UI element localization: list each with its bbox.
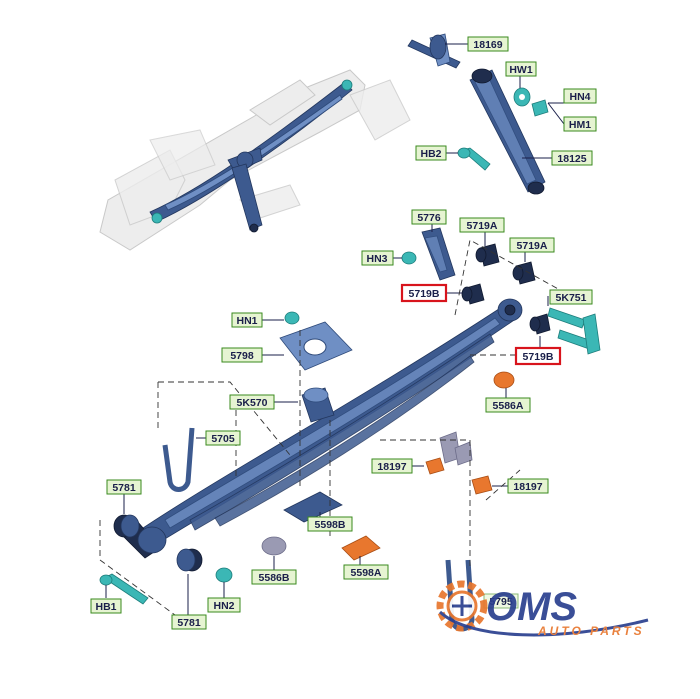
label-hb2[interactable]: HB2 xyxy=(415,145,447,161)
label-5776[interactable]: 5776 xyxy=(411,209,447,225)
svg-text:5719B: 5719B xyxy=(409,288,440,300)
label-hn3[interactable]: HN3 xyxy=(361,250,394,266)
bush-5781-rear xyxy=(176,548,203,615)
svg-text:5798: 5798 xyxy=(230,350,254,362)
svg-text:5705: 5705 xyxy=(211,433,235,445)
shackle-assembly xyxy=(393,224,601,355)
label-5705[interactable]: 5705 xyxy=(205,430,241,446)
svg-text:HM1: HM1 xyxy=(569,119,591,131)
label-5598a[interactable]: 5598A xyxy=(343,564,389,580)
bracket-18197 xyxy=(412,431,508,495)
label-hw1[interactable]: HW1 xyxy=(505,61,537,77)
svg-text:18197: 18197 xyxy=(513,481,542,493)
nut-hn1 xyxy=(260,311,300,325)
bump-stop-5k570 xyxy=(272,387,335,423)
svg-text:HW1: HW1 xyxy=(509,64,532,76)
svg-text:5598A: 5598A xyxy=(351,567,382,579)
washer-and-nut-set xyxy=(513,76,565,125)
svg-text:5K751: 5K751 xyxy=(556,292,587,304)
label-18197-lower[interactable]: 18197 xyxy=(507,478,549,494)
svg-text:HB2: HB2 xyxy=(420,148,441,160)
svg-text:5719B: 5719B xyxy=(523,351,554,363)
svg-text:5719A: 5719A xyxy=(517,240,548,252)
label-5586b[interactable]: 5586B xyxy=(251,569,297,585)
leaf-spring xyxy=(119,298,523,559)
svg-text:HN4: HN4 xyxy=(569,91,590,103)
label-5798[interactable]: 5798 xyxy=(221,347,263,363)
svg-text:5719A: 5719A xyxy=(467,220,498,232)
svg-text:5586B: 5586B xyxy=(259,572,290,584)
svg-text:18169: 18169 xyxy=(473,39,502,51)
label-hm1[interactable]: HM1 xyxy=(563,116,597,132)
spring-plate-5798 xyxy=(262,321,353,371)
svg-text:HN2: HN2 xyxy=(213,600,234,612)
label-5k751[interactable]: 5K751 xyxy=(549,289,593,305)
svg-text:18125: 18125 xyxy=(557,153,586,165)
oms-logo-watermark: OMS AUTO PARTS xyxy=(436,580,649,638)
bush-5781-front xyxy=(113,494,140,538)
bolt-hb1 xyxy=(99,573,149,605)
svg-text:HN1: HN1 xyxy=(236,315,257,327)
svg-text:5776: 5776 xyxy=(417,212,441,224)
label-5719b-right[interactable]: 5719B xyxy=(514,346,562,366)
logo-brand: OMS xyxy=(486,585,577,629)
svg-text:5781: 5781 xyxy=(112,482,136,494)
label-5598b[interactable]: 5598B xyxy=(307,516,353,532)
installed-leaf-spring xyxy=(149,79,353,233)
assembly-lines xyxy=(99,239,561,616)
nut-hn2 xyxy=(215,567,233,598)
svg-text:HN3: HN3 xyxy=(366,253,387,265)
label-hb1[interactable]: HB1 xyxy=(90,598,122,614)
label-18197-upper[interactable]: 18197 xyxy=(371,458,413,474)
label-hn2[interactable]: HN2 xyxy=(207,597,241,613)
label-5719a-upper[interactable]: 5719A xyxy=(459,217,505,233)
svg-text:5781: 5781 xyxy=(177,617,201,629)
svg-text:5795: 5795 xyxy=(489,596,513,608)
pad-5598a xyxy=(341,535,381,566)
u-bolt-5705 xyxy=(162,427,206,492)
label-hn4[interactable]: HN4 xyxy=(563,88,597,104)
shock-absorber xyxy=(469,68,552,195)
label-18169[interactable]: 18169 xyxy=(467,36,509,52)
svg-text:5K570: 5K570 xyxy=(237,397,268,409)
gear-icon xyxy=(436,580,488,632)
spacer-5586b xyxy=(261,536,287,570)
bolt-hb2 xyxy=(446,147,491,171)
label-5586a[interactable]: 5586A xyxy=(485,397,531,413)
label-5k570[interactable]: 5K570 xyxy=(229,394,275,410)
label-5719b-left[interactable]: 5719B xyxy=(400,283,448,303)
svg-text:HB1: HB1 xyxy=(95,601,116,613)
upper-mount-bracket xyxy=(407,33,468,69)
label-5719a-lower[interactable]: 5719A xyxy=(509,237,555,253)
svg-text:5598B: 5598B xyxy=(315,519,346,531)
logo-tagline: AUTO PARTS xyxy=(537,624,645,638)
svg-text:18197: 18197 xyxy=(377,461,406,473)
svg-text:5586A: 5586A xyxy=(493,400,524,412)
label-18125[interactable]: 18125 xyxy=(551,150,593,166)
spacer-5586a xyxy=(493,371,515,398)
label-hn1[interactable]: HN1 xyxy=(231,312,263,328)
label-5781-rear[interactable]: 5781 xyxy=(171,614,207,630)
label-5781-front[interactable]: 5781 xyxy=(106,479,142,495)
